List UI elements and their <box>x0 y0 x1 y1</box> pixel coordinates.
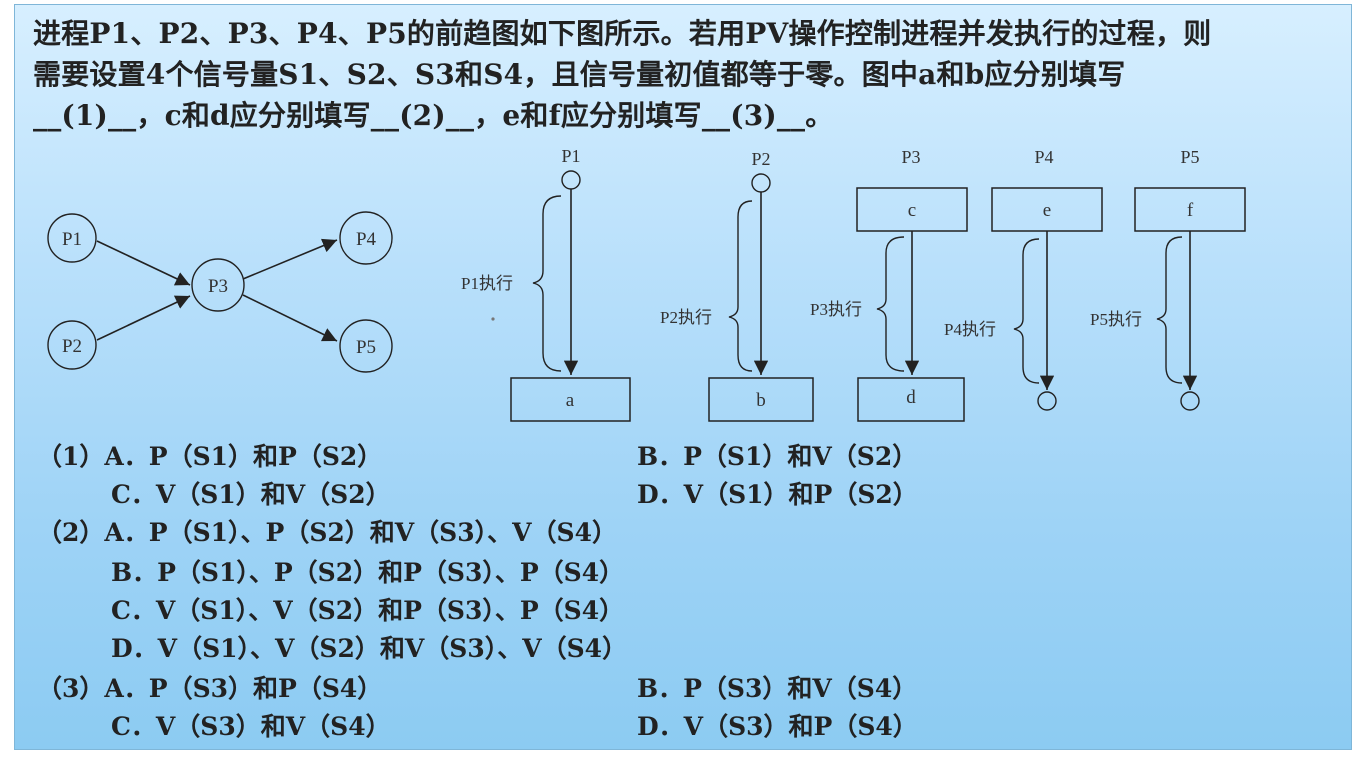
process-p5: P5 f P5执行 <box>1090 147 1246 411</box>
svg-text:P2: P2 <box>62 336 82 357</box>
p3-header: P3 <box>901 147 920 167</box>
p5-brace <box>1156 236 1183 384</box>
q3-option-d: D．V（S3）和P（S4） <box>637 712 918 741</box>
diagrams: P1 P2 P3 P4 P5 P1 P1 <box>47 146 1246 422</box>
p4-header: P4 <box>1034 147 1053 167</box>
p5-header: P5 <box>1180 147 1199 167</box>
svg-text:e: e <box>1043 200 1051 221</box>
p1-brace <box>532 195 562 372</box>
q1-option-c: C．V（S1）和V（S2） <box>111 480 391 509</box>
node-p5: P5 <box>339 319 393 373</box>
question-line-1: 进程P1、P2、P3、P4、P5的前趋图如下图所示。若用PV操作控制进程并发执行… <box>33 17 1212 50</box>
edge-p2-p3 <box>96 295 191 341</box>
q2-option-a: （2）A．P（S1）、P（S2）和V（S3）、V（S4） <box>37 518 617 547</box>
q1-option-b: B．P（S1）和V（S2） <box>637 442 918 471</box>
svg-text:d: d <box>906 387 916 408</box>
edge-p3-p4 <box>242 238 338 280</box>
svg-text:a: a <box>566 390 575 411</box>
question-text: 进程P1、P2、P3、P4、P5的前趋图如下图所示。若用PV操作控制进程并发执行… <box>33 13 1333 136</box>
svg-text:b: b <box>756 390 766 411</box>
p2-exec-label: P2执行 <box>660 308 712 327</box>
box-a <box>510 377 631 422</box>
q1-option-a: （1）A．P（S1）和P（S2） <box>37 442 383 471</box>
process-p1: P1 P1执行 a <box>461 146 631 422</box>
p2-brace <box>728 200 753 372</box>
slide: 进程P1、P2、P3、P4、P5的前趋图如下图所示。若用PV操作控制进程并发执行… <box>14 4 1352 750</box>
q2-option-c: C．V（S1）、V（S2）和P（S3）、P（S4） <box>111 596 625 625</box>
svg-text:P3: P3 <box>208 276 228 297</box>
p3-exec-label: P3执行 <box>810 300 862 319</box>
p4-exec-label: P4执行 <box>944 320 996 339</box>
q3-option-b: B．P（S3）和V（S4） <box>637 674 918 703</box>
p4-brace <box>1013 238 1040 384</box>
q3-option-a: （3）A．P（S3）和P（S4） <box>37 674 383 703</box>
p5-exec-label: P5执行 <box>1090 310 1142 329</box>
stray-dot <box>491 317 495 321</box>
question-line-2: 需要设置4个信号量S1、S2、S3和S4，且信号量初值都等于零。图中a和b应分别… <box>33 58 1126 91</box>
q1-option-d: D．V（S1）和P（S2） <box>637 480 918 509</box>
question-line-3: __(1)__，c和d应分别填写__(2)__，e和f应分别填写__(3)__。 <box>33 99 834 132</box>
svg-text:f: f <box>1187 200 1194 221</box>
precedence-graph: P1 P2 P3 P4 P5 <box>47 211 393 373</box>
q2-option-b: B．P（S1）、P（S2）和P（S3）、P（S4） <box>111 558 625 587</box>
node-p4: P4 <box>339 211 393 265</box>
process-p2: P2 P2执行 b <box>660 149 814 422</box>
box-b <box>708 377 814 422</box>
edge-p1-p3 <box>96 240 191 286</box>
q2-option-d: D．V（S1）、V（S2）和V（S3）、V（S4） <box>111 634 628 663</box>
node-p1: P1 <box>47 213 97 263</box>
box-d <box>857 377 965 422</box>
svg-text:P1: P1 <box>62 229 82 250</box>
p1-header: P1 <box>561 146 580 166</box>
node-p2: P2 <box>47 320 97 370</box>
svg-text:c: c <box>908 200 916 221</box>
edge-p3-p5 <box>242 294 338 342</box>
process-p3: P3 c P3执行 d <box>810 147 968 422</box>
svg-text:P4: P4 <box>356 229 377 250</box>
process-p4: P4 e P4执行 <box>944 147 1103 411</box>
p2-header: P2 <box>751 149 770 169</box>
q3-option-c: C．V（S3）和V（S4） <box>111 712 391 741</box>
node-p3: P3 <box>191 258 245 312</box>
p3-brace <box>876 236 905 372</box>
p1-exec-label: P1执行 <box>461 274 513 293</box>
svg-text:P5: P5 <box>356 337 376 358</box>
